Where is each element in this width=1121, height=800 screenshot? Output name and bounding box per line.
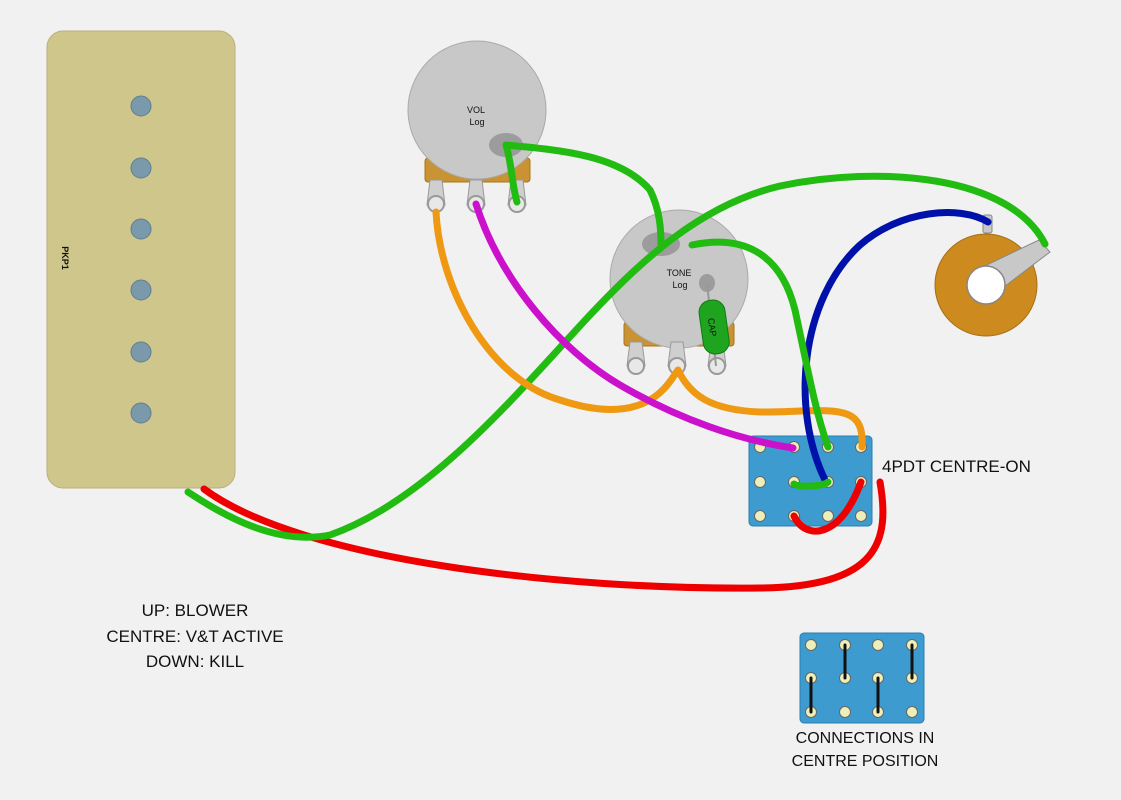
switch-lug bbox=[754, 510, 766, 522]
wire-green-pickup-ground bbox=[184, 172, 1049, 541]
pickup-body bbox=[46, 30, 236, 489]
wire-orange-volume-lug1 bbox=[432, 208, 866, 451]
switch-label: 4PDT CENTRE-ON bbox=[882, 457, 1031, 476]
capacitor-label: CAP bbox=[706, 317, 718, 337]
switch-lug bbox=[839, 706, 851, 718]
pole-piece bbox=[130, 157, 152, 179]
wires bbox=[184, 141, 1049, 592]
mode-up: UP: BLOWER bbox=[141, 601, 249, 620]
tone-lug-1-hole bbox=[627, 357, 645, 375]
wire-green-volume-lug3 bbox=[502, 141, 521, 206]
pole-piece bbox=[130, 341, 152, 363]
jack-hole bbox=[966, 265, 1006, 305]
volume-pot: VOL Log bbox=[407, 40, 547, 213]
centre-note-line-1: CONNECTIONS IN bbox=[795, 730, 935, 747]
capacitor: CAP bbox=[698, 282, 730, 367]
switch-lug bbox=[805, 639, 817, 651]
main-switch bbox=[748, 435, 873, 527]
volume-pot-name: VOL bbox=[467, 105, 485, 115]
switch-lug bbox=[754, 476, 766, 488]
volume-pot-taper: Log bbox=[469, 117, 484, 127]
wire-green-volume-ground bbox=[502, 141, 665, 248]
switch-lug bbox=[855, 510, 867, 522]
centre-position-note: CONNECTIONS IN CENTRE POSITION bbox=[772, 727, 958, 773]
centre-jumpers bbox=[809, 643, 914, 714]
pole-piece bbox=[130, 218, 152, 240]
wire-magenta-volume-wiper bbox=[472, 200, 797, 452]
wire-green-tone-to-switch bbox=[688, 238, 832, 451]
pickup-label: PKP1 bbox=[60, 246, 70, 270]
tone-pot-taper: Log bbox=[672, 280, 687, 290]
mode-legend: UP: BLOWER CENTRE: V&T ACTIVE DOWN: KILL bbox=[60, 598, 330, 675]
mode-down: DOWN: KILL bbox=[145, 652, 245, 671]
pole-pieces bbox=[130, 95, 152, 424]
wire-blue-jack-tip bbox=[801, 209, 992, 486]
pole-piece bbox=[130, 95, 152, 117]
switch-lug bbox=[822, 510, 834, 522]
mode-centre: CENTRE: V&T ACTIVE bbox=[106, 626, 284, 646]
pickup: PKP1 bbox=[46, 30, 236, 489]
capacitor-body bbox=[698, 299, 730, 355]
switch-lug bbox=[872, 639, 884, 651]
tone-pot-name: TONE bbox=[667, 268, 692, 278]
output-jack bbox=[934, 214, 1051, 337]
switch-lug bbox=[906, 706, 918, 718]
wire-red-switch-jumper bbox=[790, 478, 865, 535]
centre-switch-body bbox=[799, 632, 925, 724]
centre-note-line-2: CENTRE POSITION bbox=[791, 753, 939, 770]
centre-position-switch bbox=[799, 632, 925, 724]
pole-piece bbox=[130, 402, 152, 424]
tone-lug-3-hole bbox=[708, 357, 726, 375]
wire-green-switch-jumper bbox=[790, 478, 832, 490]
pole-piece bbox=[130, 279, 152, 301]
